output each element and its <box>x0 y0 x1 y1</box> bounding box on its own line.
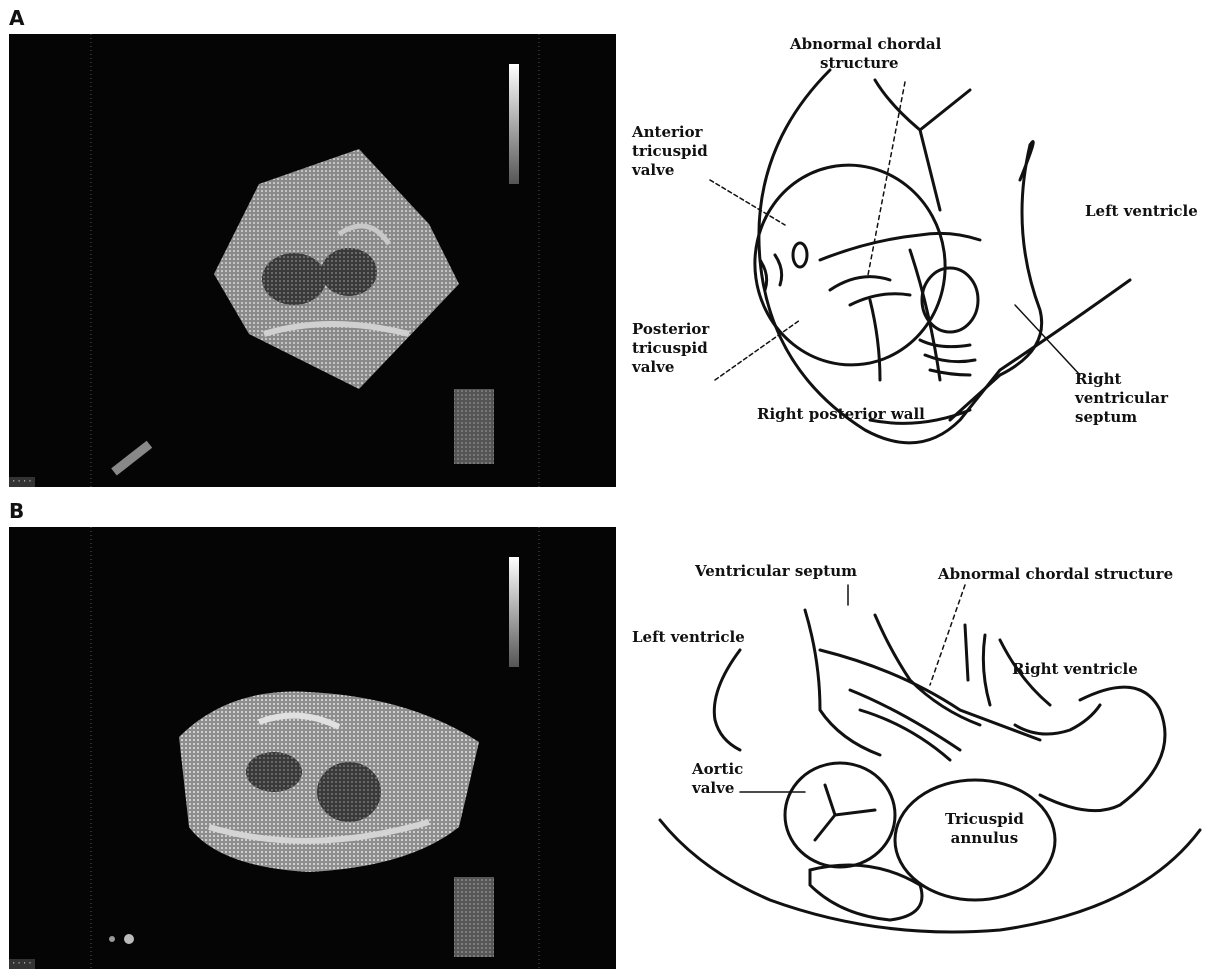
label-tricuspid-line2: annulus <box>945 829 1024 848</box>
label-aortic-line2: valve <box>692 779 743 798</box>
label-anterior-line1: Anterior <box>632 123 708 142</box>
label-right-ventricle-b: Right ventricle <box>1012 660 1138 679</box>
label-posterior-line2: tricuspid <box>632 339 709 358</box>
label-tricuspid-annulus: Tricuspid annulus <box>945 810 1024 848</box>
panel-b-letter: B <box>9 499 24 523</box>
label-rv-septum-line3: septum <box>1075 408 1168 427</box>
echo-render-a <box>9 34 616 487</box>
panel-a-letter: A <box>9 6 24 30</box>
label-anterior-line2: tricuspid <box>632 142 708 161</box>
label-right-posterior-wall: Right posterior wall <box>757 405 925 424</box>
echo-corner-marker-b: ···· <box>9 959 35 969</box>
echo-image-b: ···· <box>9 527 616 969</box>
label-aortic-valve: Aortic valve <box>692 760 743 798</box>
label-abnormal-chordal-b: Abnormal chordal structure <box>938 565 1173 584</box>
echo-render-b <box>9 527 616 969</box>
echo-image-a: ···· <box>9 34 616 487</box>
schematic-drawing-b <box>620 540 1224 965</box>
label-ventricular-septum: Ventricular septum <box>695 562 857 581</box>
label-tricuspid-line1: Tricuspid <box>945 810 1024 829</box>
schematic-a: Abnormal chordal structure Anterior tric… <box>620 30 1220 490</box>
label-posterior-line1: Posterior <box>632 320 709 339</box>
label-rv-septum-line1: Right <box>1075 370 1168 389</box>
echo-corner-marker-a: ···· <box>9 477 35 487</box>
label-posterior-tricuspid-valve: Posterior tricuspid valve <box>632 320 709 377</box>
schematic-b: Ventricular septum Abnormal chordal stru… <box>620 540 1224 965</box>
label-right-ventricular-septum: Right ventricular septum <box>1075 370 1168 427</box>
outer-contour-b <box>660 820 1200 932</box>
label-abnormal-chordal-a-line1: Abnormal chordal <box>790 35 941 54</box>
label-aortic-line1: Aortic <box>692 760 743 779</box>
label-anterior-line3: valve <box>632 161 708 180</box>
label-left-ventricle-b: Left ventricle <box>632 628 745 647</box>
label-rv-septum-line2: ventricular <box>1075 389 1168 408</box>
label-abnormal-chordal-a-line2: structure <box>790 54 941 73</box>
label-abnormal-chordal-a: Abnormal chordal structure <box>790 35 941 73</box>
label-anterior-tricuspid-valve: Anterior tricuspid valve <box>632 123 708 180</box>
label-left-ventricle-a: Left ventricle <box>1085 202 1198 221</box>
label-posterior-line3: valve <box>632 358 709 377</box>
